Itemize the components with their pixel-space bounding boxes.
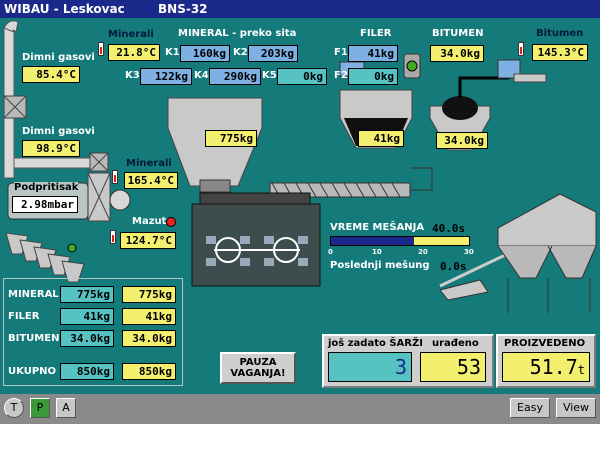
summary-filer-label: FILER: [8, 311, 40, 322]
k5-value: 0kg: [277, 68, 327, 85]
k3-label: K3: [125, 70, 140, 81]
skip-car: [439, 279, 489, 301]
scale-tick: 20: [418, 248, 428, 256]
summary-total-label: UKUPNO: [8, 366, 57, 377]
uradjeno-value: 53: [420, 352, 486, 382]
summary-bitumen-actual: 34.0kg: [122, 330, 176, 347]
mineral-title: MINERAL - preko sita: [178, 28, 297, 39]
summary-mineral-label: MINERAL: [8, 289, 59, 300]
k4-label: K4: [194, 70, 209, 81]
plant-title: WIBAU - Leskovac: [4, 2, 125, 16]
mixing-progress-fill: [331, 237, 414, 245]
zadato-sarzi-value[interactable]: 3: [328, 352, 412, 382]
podpritisak-label: Podpritisak: [14, 182, 79, 193]
minerali2-label: Minerali: [126, 158, 172, 169]
cold-feed-bins: [5, 232, 85, 283]
summary-filer-set: 41kg: [60, 308, 114, 325]
k1-value: 160kg: [180, 45, 230, 62]
podpritisak-value: 2.98mbar: [12, 196, 78, 213]
scale-tick: 0: [328, 248, 333, 256]
k2-label: K2: [233, 47, 248, 58]
view-button[interactable]: View: [556, 398, 596, 418]
k4-value: 290kg: [209, 68, 261, 85]
proizvedeno-unit: t: [577, 363, 585, 377]
plant-code: BNS-32: [158, 2, 208, 16]
f1-value: 41kg: [348, 45, 398, 62]
proizvedeno-panel: PROIZVEDENO 51.7t: [496, 334, 596, 388]
summary-total-set: 850kg: [60, 363, 114, 380]
proizvedeno-value: 51.7: [529, 355, 578, 379]
bitumen-title: BITUMEN: [432, 28, 484, 39]
burner: [109, 189, 131, 211]
filer-hopper-weight: 41kg: [358, 130, 404, 147]
pugmill-mixer: [191, 203, 321, 287]
mazut-temp: 124.7°C: [120, 232, 176, 249]
bottom-margin: [0, 424, 600, 450]
k2-value: 203kg: [248, 45, 298, 62]
k5-label: K5: [262, 70, 277, 81]
t-button[interactable]: T: [4, 398, 24, 418]
mixing-progress-bar: [330, 236, 470, 246]
summary-bitumen-label: BITUMEN: [8, 333, 60, 344]
status-bar: T P A Easy View: [0, 394, 600, 424]
easy-button[interactable]: Easy: [510, 398, 550, 418]
scale-tick: 30: [464, 248, 474, 256]
thermometer-icon: [112, 170, 118, 184]
k1-label: K1: [165, 47, 180, 58]
pause-label-line1: PAUZA: [239, 357, 277, 368]
bitumen-temp: 145.3°C: [532, 44, 588, 61]
zadato-label: još zadato ŠARŽI: [328, 338, 423, 349]
a-button[interactable]: A: [56, 398, 76, 418]
mazut-indicator-icon: [166, 217, 176, 227]
vreme-mesanja-value: 40.0s: [432, 222, 466, 235]
mineral-hopper-weight: 775kg: [205, 130, 257, 147]
bitumen-temp-label: Bitumen: [536, 28, 584, 39]
summary-mineral-set: 775kg: [60, 286, 114, 303]
thermometer-icon: [110, 230, 116, 244]
summary-panel: [3, 278, 183, 386]
poslednji-mesung-value: 0.0s: [440, 260, 467, 273]
p-button[interactable]: P: [30, 398, 50, 418]
f1-label: F1: [334, 47, 348, 58]
thermometer-icon: [98, 42, 104, 56]
dimni-gasovi-label-1: Dimni gasovi: [22, 52, 95, 63]
filer-title: FILER: [360, 28, 392, 39]
dimni-gasovi-temp-2: 98.9°C: [22, 140, 80, 157]
proizvedeno-value-box: 51.7t: [502, 352, 590, 382]
title-bar: WIBAU - Leskovac BNS-32: [0, 0, 600, 18]
thermometer-icon: [518, 42, 524, 56]
proizvedeno-label: PROIZVEDENO: [504, 338, 586, 349]
batch-panel: još zadato ŠARŽI urađeno 3 53: [322, 334, 494, 388]
mazut-label: Mazut: [132, 216, 167, 227]
uradjeno-label: urađeno: [432, 338, 479, 349]
f2-label: F2: [334, 70, 348, 81]
storage-silos: [497, 193, 597, 247]
bitumen-weight: 34.0kg: [430, 45, 484, 62]
bitumen-hopper-weight: 34.0kg: [436, 132, 488, 149]
poslednji-mesung-label: Poslednji mešung: [330, 260, 430, 271]
mixer-top: [199, 192, 311, 206]
summary-bitumen-set: 34.0kg: [60, 330, 114, 347]
pause-label-line2: VAGANJA!: [230, 368, 286, 379]
summary-total-actual: 850kg: [122, 363, 176, 380]
minerali-label: Minerali: [108, 29, 154, 40]
minerali2-temp: 165.4°C: [124, 172, 178, 189]
dimni-gasovi-label-2: Dimni gasovi: [22, 126, 95, 137]
dimni-gasovi-temp-1: 85.4°C: [22, 66, 80, 83]
scale-tick: 10: [372, 248, 382, 256]
vreme-mesanja-label: VREME MEŠANJA: [330, 222, 425, 233]
f2-value: 0kg: [348, 68, 398, 85]
pause-weighing-button[interactable]: PAUZA VAGANJA!: [220, 352, 296, 384]
summary-filer-actual: 41kg: [122, 308, 176, 325]
summary-mineral-actual: 775kg: [122, 286, 176, 303]
minerali-temp: 21.8°C: [108, 44, 160, 61]
k3-value: 122kg: [140, 68, 192, 85]
